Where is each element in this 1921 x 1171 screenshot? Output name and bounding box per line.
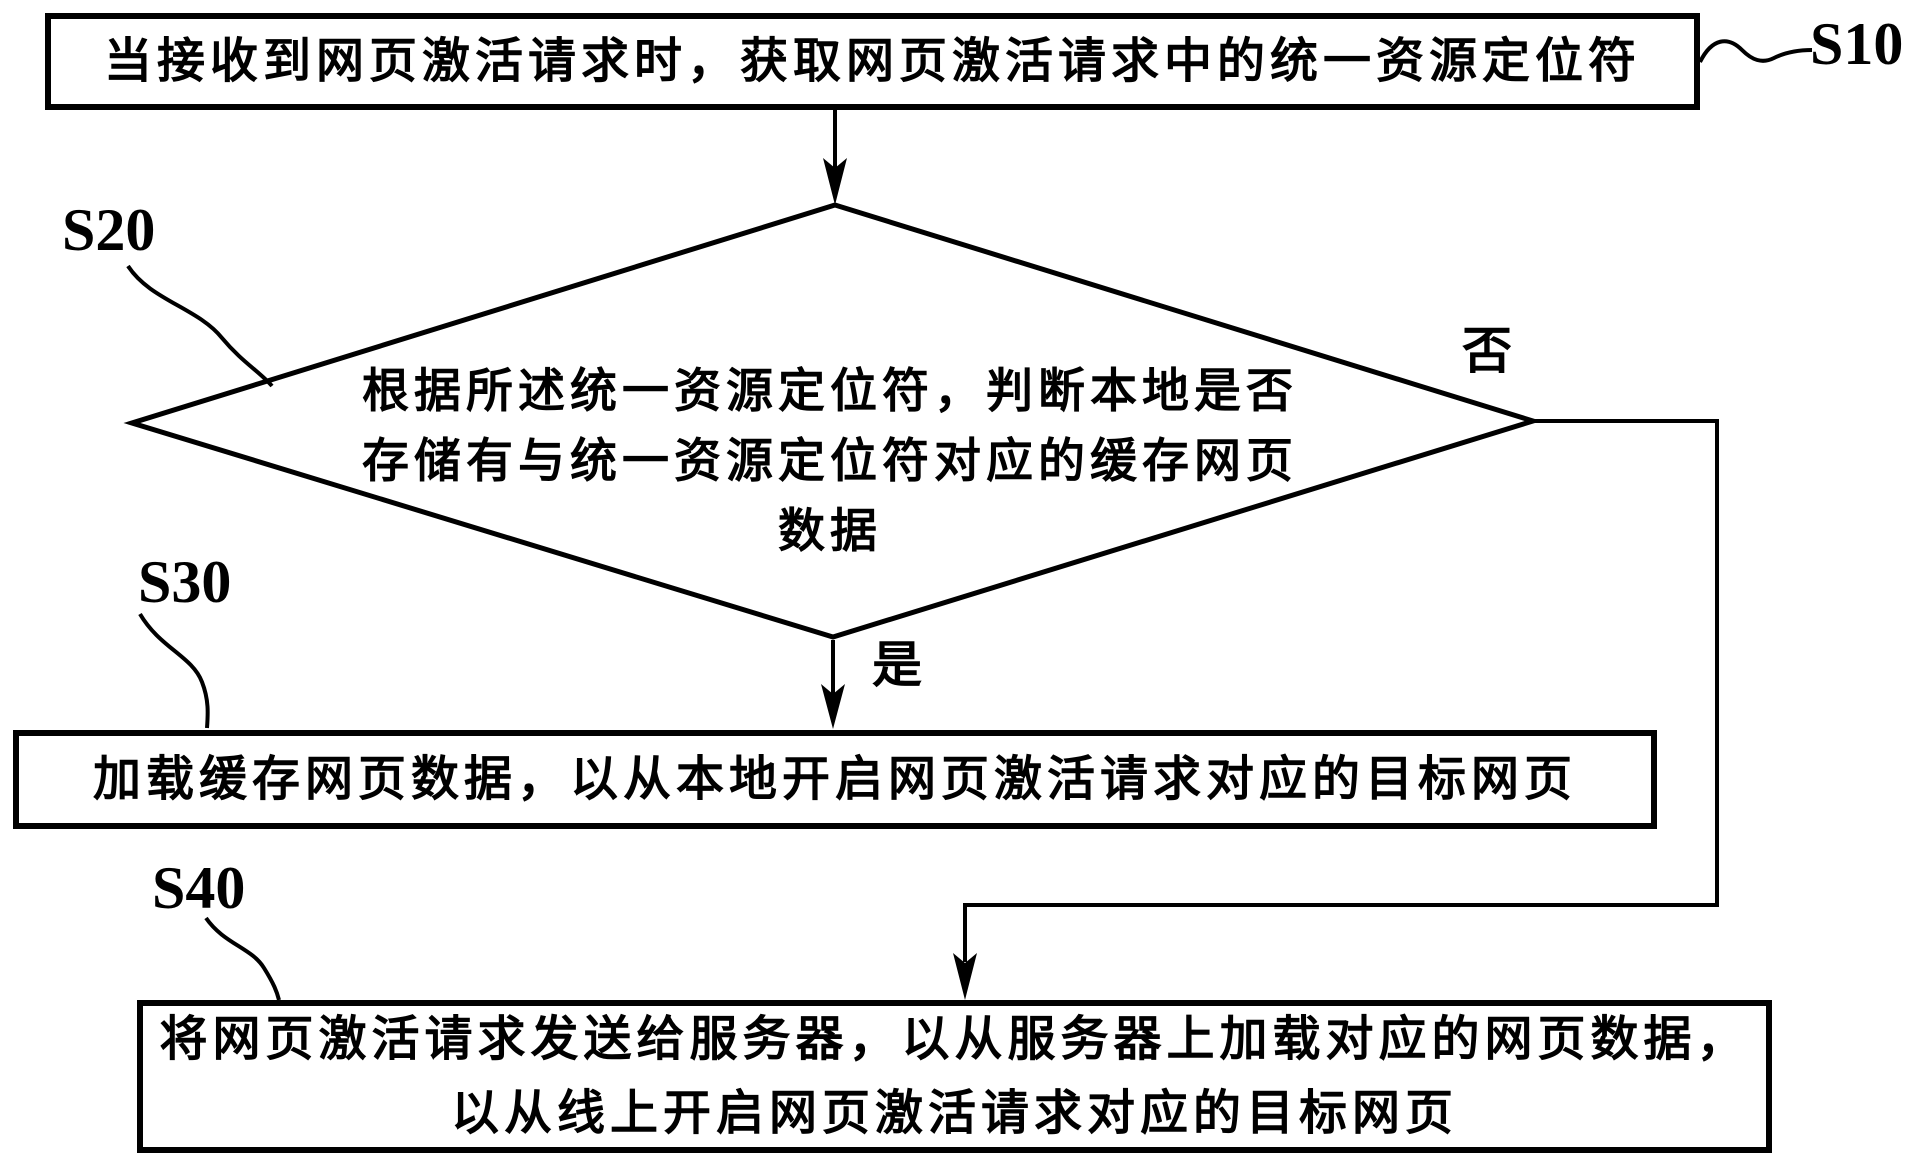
s10-connector-squiggle: [1698, 39, 1813, 63]
step3-ref-label: S30: [138, 549, 232, 615]
yes-arrow-down-icon: [821, 684, 845, 729]
step3-text: 加载缓存网页数据，以从本地开启网页激活请求对应的目标网页: [92, 752, 1577, 806]
step1-text: 当接收到网页激活请求时，获取网页激活请求中的统一资源定位符: [103, 34, 1641, 88]
step1-ref-label: S10: [1810, 11, 1904, 77]
step4-ref-label: S40: [152, 855, 246, 921]
decision-text-line2: 存储有与统一资源定位符对应的缓存网页: [362, 434, 1298, 487]
decision-ref-label: S20: [62, 197, 156, 263]
no-branch-line: [963, 419, 1719, 962]
s20-connector-curve: [126, 264, 274, 388]
no-arrow-down-icon: [953, 953, 977, 1000]
yes-branch-label: 是: [872, 637, 922, 693]
decision-text: 根据所述统一资源定位符，判断本地是否 存储有与统一资源定位符对应的缓存网页 数据: [230, 356, 1430, 566]
step4-text: 将网页激活请求发送给服务器，以从服务器上加载对应的网页数据， 以从线上开启网页激…: [143, 1003, 1766, 1151]
decision-diamond-shape: [123, 202, 1542, 640]
step4-text-line1: 将网页激活请求发送给服务器，以从服务器上加载对应的网页数据，: [159, 1012, 1750, 1066]
decision-text-line3: 数据: [778, 504, 882, 557]
step1-box: 当接收到网页激活请求时，获取网页激活请求中的统一资源定位符: [45, 13, 1700, 110]
step4-box: 将网页激活请求发送给服务器，以从服务器上加载对应的网页数据， 以从线上开启网页激…: [137, 1000, 1772, 1153]
s30-connector-curve: [138, 612, 210, 729]
step3-box: 加载缓存网页数据，以从本地开启网页激活请求对应的目标网页: [13, 730, 1657, 829]
arrow-down-icon: [823, 158, 847, 205]
s40-connector-curve: [204, 916, 281, 1001]
step4-text-line2: 以从线上开启网页激活请求对应的目标网页: [450, 1086, 1458, 1140]
decision-text-line1: 根据所述统一资源定位符，判断本地是否: [362, 364, 1298, 417]
no-branch-label: 否: [1462, 323, 1512, 379]
